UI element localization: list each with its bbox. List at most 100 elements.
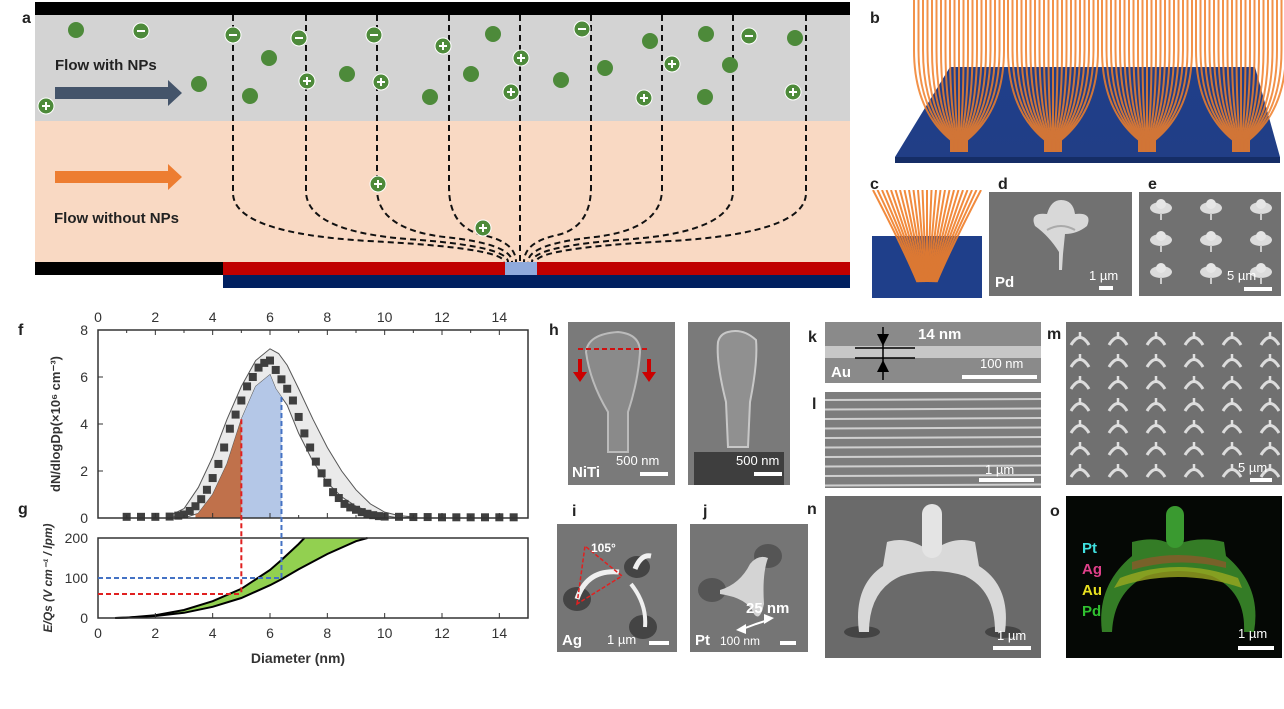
arch-structure xyxy=(1145,376,1167,390)
shaded-region xyxy=(241,374,282,518)
nanoparticle xyxy=(242,88,258,104)
data-point xyxy=(202,485,211,494)
data-point xyxy=(334,494,343,503)
arch-structure xyxy=(1221,332,1243,346)
arch-array xyxy=(1069,332,1281,478)
panel-label-d: d xyxy=(998,176,1008,193)
nanowire xyxy=(825,346,1041,358)
scale-bar-label: 100 nm xyxy=(720,634,761,648)
trajectory xyxy=(1043,0,1053,152)
trajectory xyxy=(912,190,926,283)
flow-without-nps-label: Flow without NPs xyxy=(54,210,179,227)
nanoparticle xyxy=(698,26,714,42)
y-tick-label: 200 xyxy=(65,530,89,546)
gas-flow-without-nps-region xyxy=(35,121,850,262)
field-line xyxy=(523,15,592,263)
scale-bar-label: 500 nm xyxy=(616,453,660,468)
trajectory xyxy=(949,0,959,152)
nanoparticle xyxy=(37,97,55,115)
flower-structure xyxy=(1250,199,1272,220)
panel-d-sem-image: Pd 1 µm xyxy=(989,192,1132,296)
nanoparticle xyxy=(722,57,738,73)
trajectory xyxy=(917,190,927,283)
x-tick-label: 4 xyxy=(209,625,217,641)
x-tick-label: 6 xyxy=(266,625,274,641)
data-point xyxy=(220,443,229,452)
trajectory xyxy=(1052,0,1059,152)
arrow-down-icon xyxy=(877,334,889,346)
element-map-au xyxy=(1114,567,1242,588)
x-tick-label: 12 xyxy=(434,309,450,325)
panel-b-3d-simulation xyxy=(895,0,1284,163)
flow-arrow-without-nps xyxy=(55,164,182,190)
panel-e-sem-array: 5 µm xyxy=(1139,192,1281,296)
flower-structure xyxy=(1250,231,1272,252)
data-point xyxy=(323,478,332,487)
arch-structure xyxy=(1183,332,1205,346)
nanoparticle xyxy=(224,26,242,44)
arch-structure xyxy=(1183,442,1205,456)
angle-annotation xyxy=(576,544,624,606)
nanoparticle xyxy=(784,83,802,101)
nanoparticle xyxy=(434,37,452,55)
data-point xyxy=(191,502,200,511)
panel-l-sem-lines: 1 µm xyxy=(825,392,1041,488)
trajectory xyxy=(959,0,969,152)
field-line xyxy=(376,15,513,263)
panel-label-k: k xyxy=(808,329,817,346)
pillar-structure xyxy=(922,504,942,558)
legend-ag: Ag xyxy=(1082,561,1102,578)
data-point xyxy=(271,365,280,374)
arrow-left-icon xyxy=(764,614,774,624)
nanowire-line xyxy=(825,455,1041,458)
scale-bar xyxy=(1244,287,1272,291)
y-tick-label: 0 xyxy=(80,510,88,526)
trajectory xyxy=(1141,0,1148,152)
angle-label: 105° xyxy=(591,541,616,555)
scale-bar xyxy=(640,472,668,476)
arch-structure xyxy=(1069,376,1091,390)
data-point xyxy=(208,474,217,483)
arch-structure xyxy=(1221,398,1243,412)
data-point xyxy=(288,396,297,405)
trajectory xyxy=(1060,0,1099,152)
nanoparticle xyxy=(298,72,316,90)
arch-structure xyxy=(1183,420,1205,434)
arch-structure xyxy=(1145,398,1167,412)
data-point xyxy=(283,384,292,393)
trajectory xyxy=(1248,68,1284,152)
arch-structure xyxy=(1069,442,1091,456)
nanowire-line xyxy=(825,436,1041,439)
arc-structure xyxy=(629,582,648,628)
legend-pd: Pd xyxy=(1082,603,1102,620)
nanowire-line xyxy=(825,474,1041,477)
operating-window-fill xyxy=(115,538,368,618)
panel-label-n: n xyxy=(807,501,817,518)
scale-bar xyxy=(962,375,1037,379)
panel-m-sem-array: 5 µm xyxy=(1066,322,1282,485)
data-point xyxy=(137,512,145,521)
arch-structure xyxy=(858,540,1006,632)
trajectory xyxy=(926,190,933,283)
element-map-pillar xyxy=(1166,506,1184,548)
x-tick-label: 2 xyxy=(151,625,159,641)
trajectory xyxy=(927,190,937,283)
flower-structure xyxy=(1200,263,1222,284)
x-tick-label: 0 xyxy=(94,625,102,641)
trajectory xyxy=(958,0,965,152)
nanowire-line xyxy=(825,426,1041,430)
nanowire-line xyxy=(825,445,1041,449)
data-point xyxy=(231,410,240,419)
trajectory xyxy=(894,190,923,283)
scale-bar xyxy=(649,641,669,645)
panel-label-e: e xyxy=(1148,176,1157,193)
y-tick-label: 4 xyxy=(80,416,88,432)
arch-structure xyxy=(1145,464,1167,478)
y-tick-label: 6 xyxy=(80,369,88,385)
flow-with-nps-label: Flow with NPs xyxy=(55,57,157,74)
nanoparticle xyxy=(553,72,569,88)
arch-structure xyxy=(1183,376,1205,390)
panel-label-a: a xyxy=(22,10,31,27)
trajectory xyxy=(953,0,960,152)
